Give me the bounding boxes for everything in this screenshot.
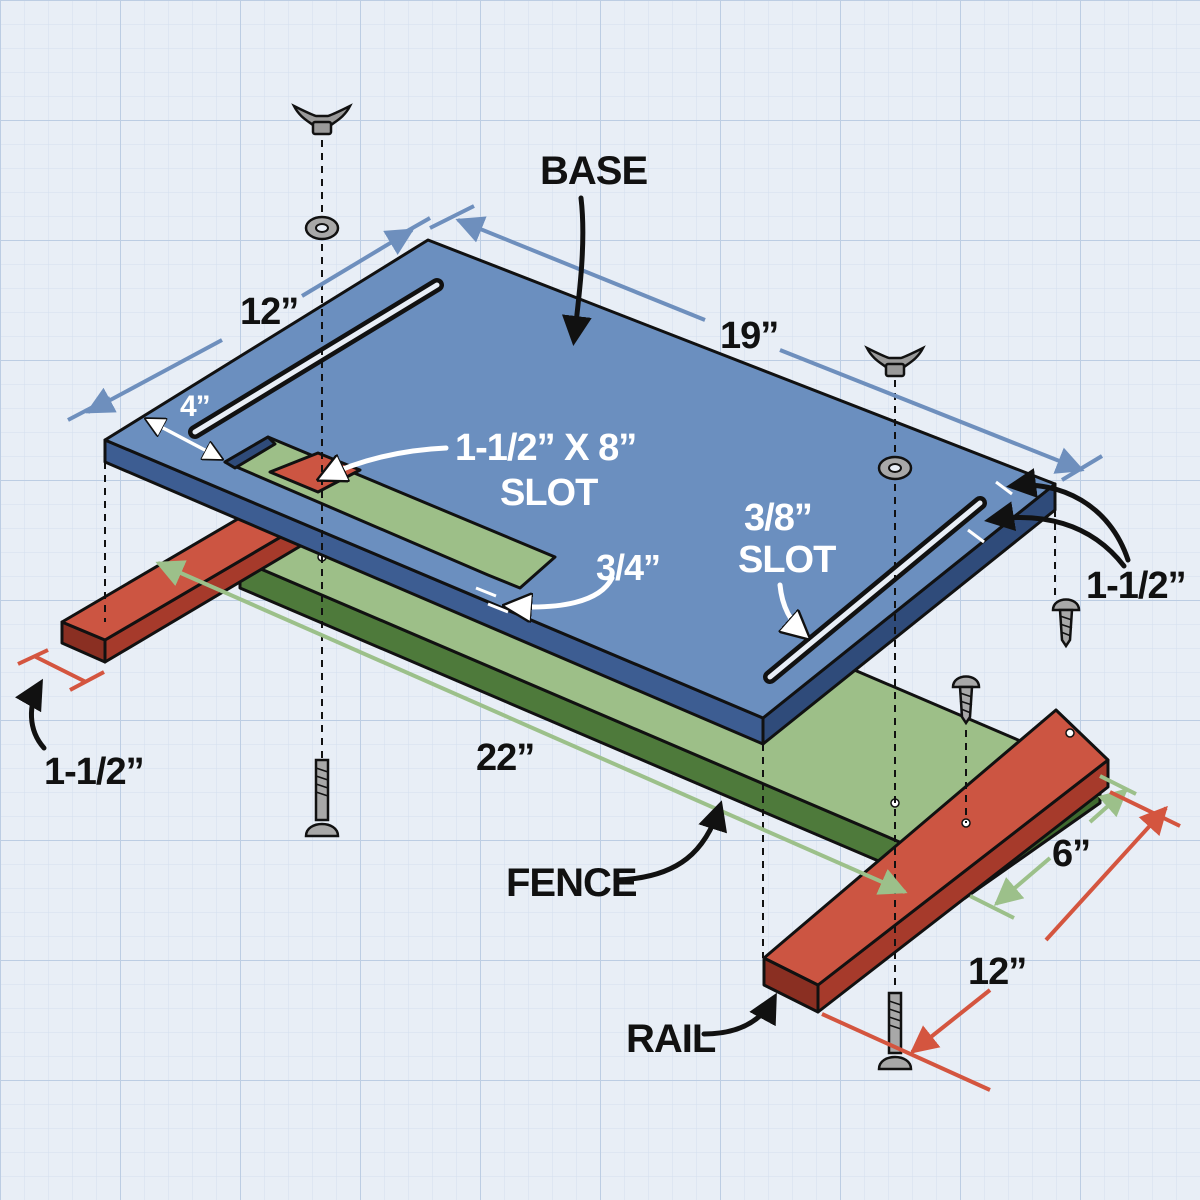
right-rail	[762, 708, 1110, 1014]
label-fence: FENCE	[506, 861, 637, 905]
label-rail: RAIL	[626, 1017, 716, 1061]
label-fence-length: 22”	[476, 737, 534, 779]
label-edge-gap: 3/4”	[596, 547, 660, 588]
wing-nut-icon	[291, 103, 353, 136]
label-right-offset: 1-1/2”	[1086, 565, 1186, 607]
screw-icon	[951, 675, 981, 726]
label-length-top: 19”	[720, 315, 778, 357]
label-big-slot-line1: 1-1/2” X 8”	[455, 427, 636, 469]
label-small-slot-line2: SLOT	[738, 539, 836, 581]
label-rail-length: 12”	[968, 951, 1026, 993]
big-slot-wall	[223, 435, 277, 470]
wing-nut-icon	[864, 345, 926, 378]
dimension-rail-length	[821, 790, 1181, 1092]
dimension-width-top	[67, 216, 431, 422]
screw-icon	[1051, 598, 1081, 649]
label-slot-offset: 4”	[180, 390, 210, 423]
left-narrow-slot	[188, 278, 444, 439]
label-width-top: 12”	[240, 291, 298, 333]
label-rail-thickness: 1-1/2”	[44, 751, 144, 793]
label-small-slot-line1: 3/8”	[744, 497, 812, 539]
dimension-fence-length	[155, 560, 908, 895]
rail-hole	[1065, 728, 1075, 738]
label-big-slot-line2: SLOT	[500, 472, 598, 514]
washer-icon	[304, 215, 340, 241]
carriage-bolt-icon	[877, 991, 913, 1071]
washer-icon	[877, 455, 913, 481]
right-rail-top	[762, 708, 1110, 987]
dimension-slot-offset	[148, 420, 220, 458]
label-base: BASE	[540, 149, 647, 193]
leader-arrows	[15, 195, 1131, 1037]
label-fence-width: 6”	[1052, 833, 1090, 875]
dimension-rail-thickness	[17, 648, 105, 692]
